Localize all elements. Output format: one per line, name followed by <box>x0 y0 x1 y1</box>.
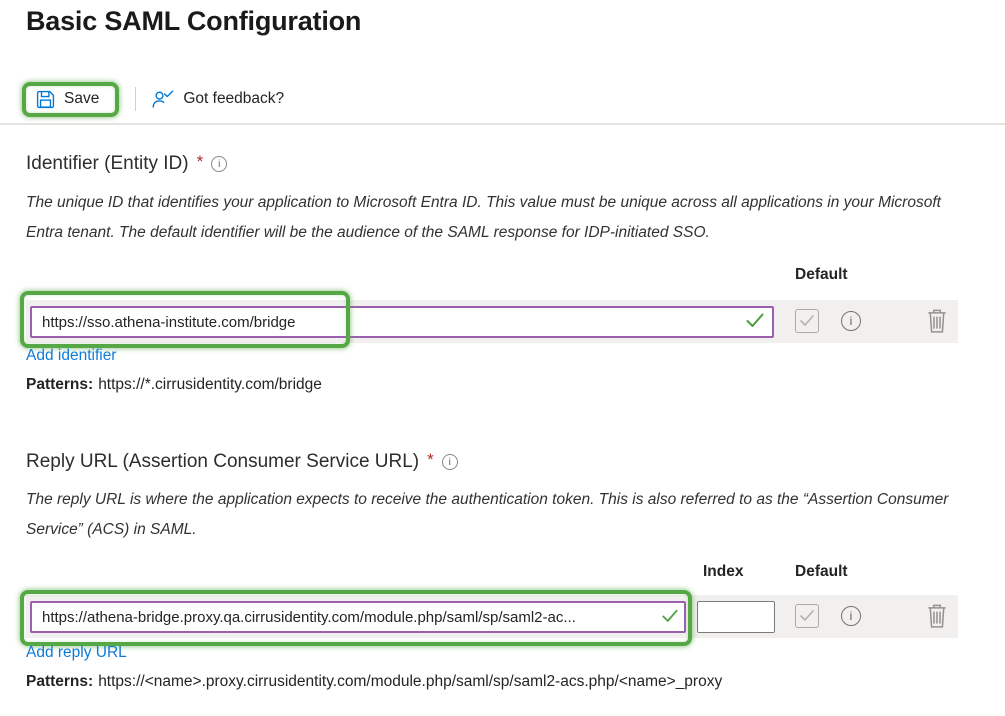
reply-patterns: Patterns:https://<name>.proxy.cirrusiden… <box>26 673 722 691</box>
info-icon[interactable]: i <box>211 156 228 172</box>
identifier-default-checkbox[interactable] <box>795 309 819 333</box>
reply-section-header: Reply URL (Assertion Consumer Service UR… <box>26 450 458 473</box>
identifier-section-header: Identifier (Entity ID) * i <box>26 152 228 175</box>
save-button-label: Save <box>64 90 100 107</box>
validation-check-icon <box>746 313 764 333</box>
reply-delete-icon[interactable] <box>926 603 948 634</box>
reply-default-checkbox[interactable] <box>795 604 819 628</box>
identifier-url-input[interactable] <box>30 306 774 338</box>
identifier-patterns: Patterns:https://*.cirrusidentity.com/br… <box>26 376 322 394</box>
reply-default-column-header: Default <box>795 563 848 580</box>
add-reply-url-link[interactable]: Add reply URL <box>26 644 127 661</box>
identifier-section-title: Identifier (Entity ID) <box>26 153 189 174</box>
reply-section-title: Reply URL (Assertion Consumer Service UR… <box>26 451 420 472</box>
identifier-row-info-icon[interactable]: i <box>841 311 861 331</box>
toolbar-bottom-divider <box>0 123 1005 125</box>
patterns-label: Patterns: <box>26 376 94 393</box>
page-title: Basic SAML Configuration <box>26 6 362 36</box>
validation-check-icon <box>662 609 678 628</box>
reply-index-column-header: Index <box>703 563 744 580</box>
required-asterisk: * <box>427 450 434 469</box>
feedback-icon <box>152 90 174 109</box>
reply-section-description: The reply URL is where the application e… <box>26 491 949 538</box>
reply-url-input[interactable] <box>30 601 686 633</box>
add-identifier-link[interactable]: Add identifier <box>26 347 117 364</box>
toolbar-divider <box>135 87 137 111</box>
reply-index-input[interactable] <box>697 601 775 633</box>
identifier-default-column-header: Default <box>795 266 848 283</box>
identifier-section-description: The unique ID that identifies your appli… <box>26 194 941 241</box>
reply-patterns-value: https://<name>.proxy.cirrusidentity.com/… <box>98 673 723 690</box>
got-feedback-button[interactable]: Got feedback? <box>152 90 284 109</box>
patterns-label: Patterns: <box>26 673 94 690</box>
info-icon[interactable]: i <box>441 454 458 470</box>
identifier-delete-icon[interactable] <box>926 308 948 339</box>
required-asterisk: * <box>196 152 204 171</box>
identifier-patterns-value: https://*.cirrusidentity.com/bridge <box>98 376 322 393</box>
identifier-row: i <box>26 300 958 343</box>
got-feedback-label: Got feedback? <box>183 90 285 107</box>
reply-row-info-icon[interactable]: i <box>841 606 861 626</box>
save-button[interactable]: Save <box>22 81 120 117</box>
command-bar: Save Got feedback? <box>22 78 284 120</box>
reply-url-row: i <box>26 595 958 638</box>
save-icon <box>36 90 55 109</box>
